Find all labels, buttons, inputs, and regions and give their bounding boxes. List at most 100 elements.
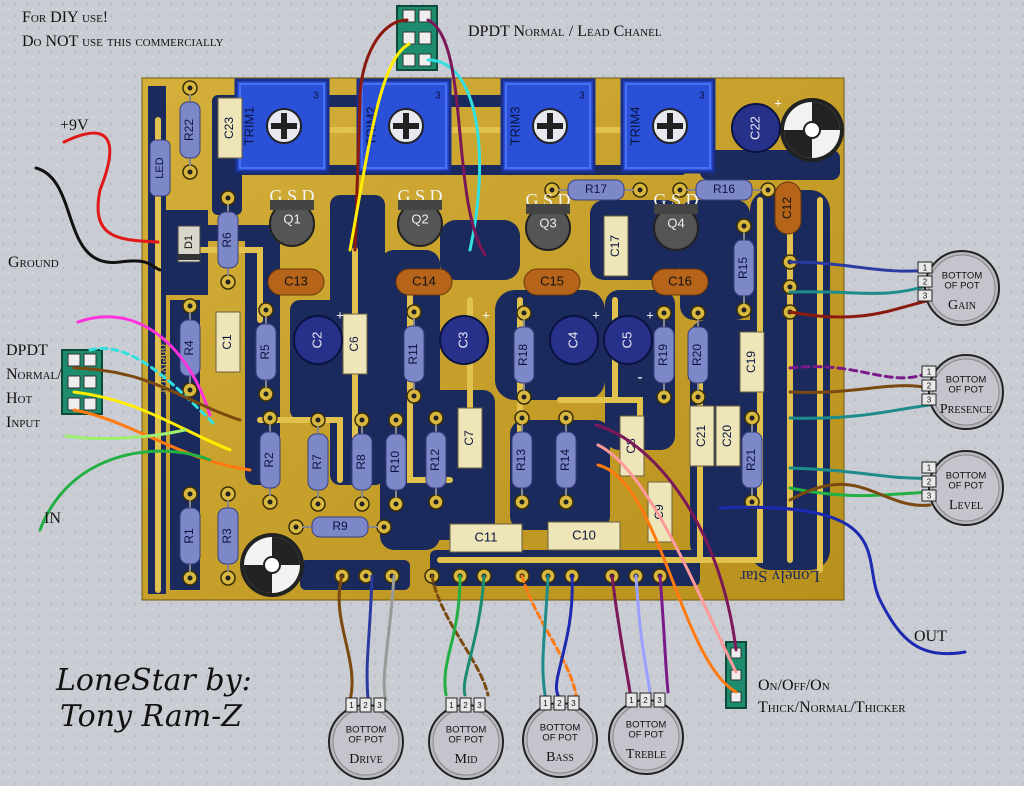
resistor-r16: R16: [672, 179, 776, 201]
svg-text:1: 1: [629, 696, 634, 705]
svg-text:R13: R13: [514, 449, 528, 471]
switch-label-line2: Thick/Normal/Thicker: [758, 699, 906, 716]
svg-text:2: 2: [927, 478, 932, 487]
resistor-r10: R10: [385, 412, 407, 512]
svg-text:R1: R1: [182, 528, 196, 544]
capacitor-c21: C21: [689, 405, 715, 467]
dpdt-normal-hot-input-switch[interactable]: [61, 349, 103, 415]
svg-text:Treble: Treble: [626, 747, 666, 762]
svg-text:3: 3: [927, 492, 932, 501]
diode-d1: D1: [177, 225, 201, 263]
resistor-r12: R12: [425, 410, 447, 510]
svg-text:R21: R21: [744, 449, 758, 471]
svg-text:3: 3: [477, 701, 482, 710]
resistor-r14: R14: [555, 410, 577, 510]
svg-text:3: 3: [699, 91, 705, 102]
resistor-r22: R22: [179, 80, 201, 180]
svg-text:1: 1: [349, 701, 354, 710]
ceramic-cap-c13: C13: [267, 268, 325, 296]
svg-text:+: +: [646, 307, 654, 322]
resistor-r7: R7: [307, 412, 329, 512]
svg-text:R10: R10: [388, 451, 402, 473]
resistor-r2: R2: [259, 410, 281, 510]
svg-text:R19: R19: [656, 344, 670, 366]
svg-text:Q2: Q2: [411, 211, 428, 226]
svg-text:C12: C12: [780, 197, 794, 219]
svg-text:C15: C15: [540, 273, 564, 288]
electrolytic-c4: C4+: [549, 307, 600, 365]
svg-text:Q3: Q3: [539, 215, 556, 230]
ground-label: Ground: [8, 254, 59, 271]
svg-text:+: +: [774, 95, 782, 110]
svg-text:C1: C1: [220, 334, 234, 350]
svg-text:BOTTOM: BOTTOM: [346, 725, 387, 736]
resistor-r1: R1: [179, 486, 201, 586]
capacitor-c20: C20: [715, 405, 741, 467]
svg-text:OF POT: OF POT: [944, 281, 980, 292]
resistor-r9: R9: [288, 516, 392, 538]
svg-text:D1: D1: [183, 235, 195, 249]
svg-text:C5: C5: [619, 332, 634, 349]
resistor-r21: R21: [741, 410, 763, 510]
wires: [34, 18, 967, 702]
dpdt-top-label: DPDT Normal / Lead Chanel: [468, 23, 662, 40]
resistor-r18: R18: [513, 305, 535, 405]
svg-text:BOTTOM: BOTTOM: [946, 375, 987, 386]
svg-text:R2: R2: [262, 452, 276, 468]
svg-text:Gain: Gain: [948, 298, 976, 313]
svg-text:2: 2: [643, 696, 648, 705]
dpdt-left-label-2: Normal/: [6, 366, 62, 383]
svg-text:C13: C13: [284, 273, 308, 288]
svg-text:R15: R15: [736, 257, 750, 279]
svg-text:OF POT: OF POT: [542, 733, 578, 744]
trimmer-label: TRIM3: [507, 107, 522, 146]
svg-text:2: 2: [557, 699, 562, 708]
mounting-hole-left: [240, 533, 304, 597]
svg-text:Q4: Q4: [667, 215, 684, 230]
out-label: OUT: [914, 628, 947, 645]
dpdt-left-label-4: Input: [6, 414, 40, 431]
svg-text:C14: C14: [412, 273, 436, 288]
svg-text:C7: C7: [462, 430, 476, 446]
svg-text:R9: R9: [332, 519, 348, 533]
svg-text:Mid: Mid: [455, 752, 478, 767]
svg-text:+: +: [482, 307, 490, 322]
svg-text:C20: C20: [720, 425, 734, 447]
ceramic-cap-c12: C12: [774, 181, 802, 235]
svg-text:1: 1: [543, 699, 548, 708]
svg-text:3: 3: [377, 701, 382, 710]
capacitor-c11: C11: [449, 523, 523, 553]
svg-text:C2: C2: [309, 332, 324, 349]
electrolytic-c5: C5 +: [603, 307, 654, 365]
svg-text:C23: C23: [222, 117, 236, 139]
svg-text:C19: C19: [744, 351, 758, 373]
svg-text:C16: C16: [668, 273, 692, 288]
svg-text:R22: R22: [182, 119, 196, 141]
resistor-r11: R11: [403, 304, 425, 404]
svg-text:2: 2: [923, 278, 928, 287]
svg-text:OF POT: OF POT: [348, 735, 384, 746]
on-off-on-switch[interactable]: [725, 641, 747, 709]
svg-text:R14: R14: [558, 449, 572, 471]
svg-text:BOTTOM: BOTTOM: [540, 723, 581, 734]
dpdt-normal-lead-switch[interactable]: [396, 5, 438, 71]
trimmer-label: TRIM1: [241, 107, 256, 146]
diy-note-line2: Do NOT use this commercially: [22, 33, 223, 50]
svg-text:C3: C3: [455, 332, 470, 349]
svg-text:1: 1: [927, 368, 932, 377]
capacitor-c17: C17: [603, 215, 629, 277]
svg-text:3: 3: [923, 292, 928, 301]
resistor-r5: R5: [255, 302, 277, 402]
svg-text:LED: LED: [154, 157, 166, 178]
svg-text:BOTTOM: BOTTOM: [626, 720, 667, 731]
